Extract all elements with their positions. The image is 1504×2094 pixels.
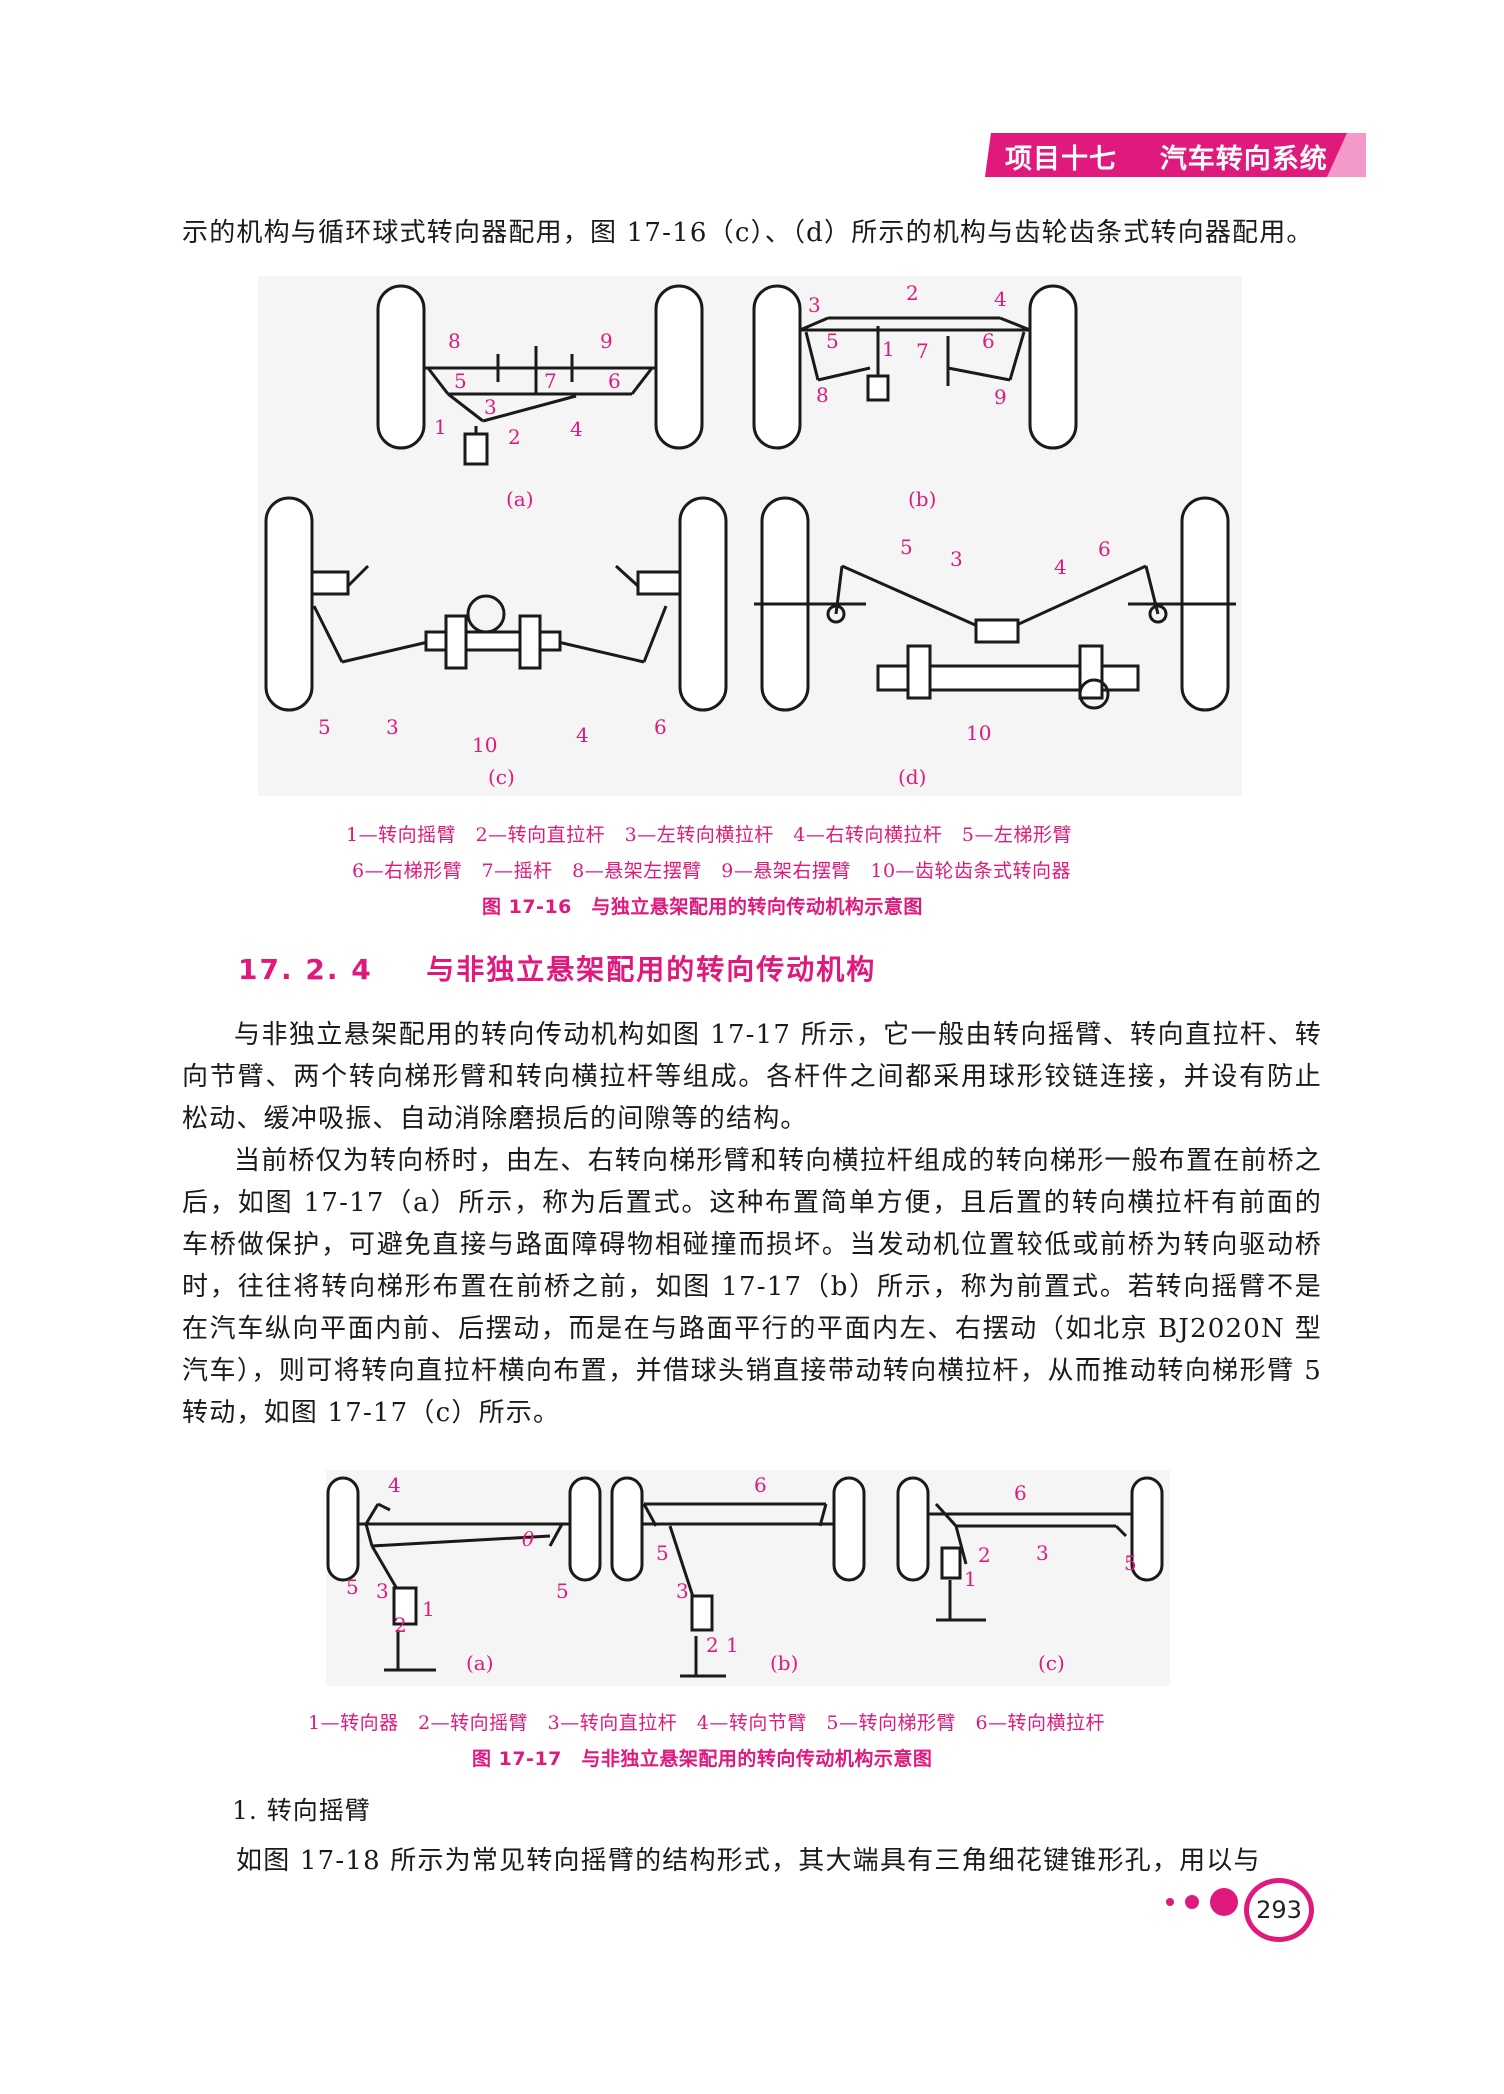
page-number-dots	[1162, 1882, 1246, 1926]
fig2-label-2-1: 2	[706, 1633, 719, 1657]
figure-17-17-caption: 图 17-17 与非独立悬架配用的转向传动机构示意图	[472, 1748, 933, 1770]
figure-17-16-legend-2: 6—右梯形臂 7—摇杆 8—悬架左摆臂 9—悬架右摆臂 10—齿轮齿条式转向器	[352, 860, 1072, 882]
fig1-sub-a: (a)	[506, 487, 534, 511]
fig1-label: 6	[1098, 537, 1111, 561]
fig2-label-5: 5	[656, 1541, 669, 1565]
fig1-label: 5	[826, 329, 839, 353]
fig1-label: 2	[508, 425, 521, 449]
figure-17-16: 8 5 3 1 2 7 6 9 4 3 2 4 5 1 7 6 8 9 (a) …	[258, 276, 1242, 796]
fig1-label: 7	[916, 339, 929, 363]
fig1-sub-d: (d)	[898, 765, 926, 789]
figure-17-17: 4 5 3 1 2 θ 5 6 5 3 2 1 6 2 3 1 5 (a) (b…	[326, 1470, 1170, 1686]
fig1-label: 3	[808, 293, 821, 317]
figure-17-16-diagram: 8 5 3 1 2 7 6 9 4 3 2 4 5 1 7 6 8 9 (a) …	[264, 281, 1236, 789]
figure-17-16-caption: 图 17-16 与独立悬架配用的转向传动机构示意图	[482, 896, 923, 918]
subsection-heading: 1. 转向摇臂	[232, 1796, 371, 1825]
fig1-label: 6	[608, 369, 621, 393]
fig2-sub-a: (a)	[466, 1651, 494, 1675]
fig1-label: 4	[570, 417, 583, 441]
page-number: 293	[1244, 1878, 1314, 1942]
fig1-label: 9	[994, 385, 1007, 409]
figure-17-17-legend: 1—转向器 2—转向摇臂 3—转向直拉杆 4—转向节臂 5—转向梯形臂 6—转向…	[308, 1712, 1106, 1734]
fig2-label-2: 2	[394, 1613, 407, 1637]
chapter-title: 汽车转向系统	[1159, 144, 1328, 175]
fig1-label: 3	[386, 715, 399, 739]
fig1-label: 2	[906, 281, 919, 305]
fig1-label: 6	[654, 715, 667, 739]
fig2-label-5: 5	[556, 1579, 569, 1603]
fig1-sub-b: (b)	[908, 487, 936, 511]
fig2-label-3: 3	[676, 1579, 689, 1603]
chapter-number: 项目十七	[1005, 144, 1117, 175]
section-title: 与非独立悬架配用的转向传动机构	[426, 953, 877, 986]
fig1-label: 5	[900, 535, 913, 559]
fig2-label-5: 5	[1124, 1551, 1137, 1575]
fig1-label: 6	[982, 329, 995, 353]
fig2-sub-b: (b)	[770, 1651, 798, 1675]
paragraph-continuation: 示的机构与循环球式转向器配用，图 17-16（c）、（d）所示的机构与齿轮齿条式…	[182, 218, 1314, 248]
fig2-label-5: 5	[346, 1575, 359, 1599]
fig2-label-6: 6	[754, 1473, 767, 1497]
fig2-label-2-1: 1	[726, 1633, 739, 1657]
fig1-label: 10	[472, 733, 497, 757]
fig1-label: 1	[882, 337, 895, 361]
paragraph-1: 与非独立悬架配用的转向传动机构如图 17-17 所示，它一般由转向摇臂、转向直拉…	[182, 1020, 1322, 1134]
fig1-label: 7	[544, 369, 557, 393]
figure-17-16-legend-1: 1—转向摇臂 2—转向直拉杆 3—左转向横拉杆 4—右转向横拉杆 5—左梯形臂	[346, 824, 1072, 846]
paragraph-3: 如图 17-18 所示为常见转向摇臂的结构形式，其大端具有三角细花键锥形孔，用以…	[236, 1846, 1261, 1876]
fig2-label-3: 3	[376, 1579, 389, 1603]
fig1-label: 4	[576, 723, 589, 747]
fig1-label: 4	[994, 287, 1007, 311]
fig1-label: 1	[434, 415, 447, 439]
fig2-label-3: 3	[1036, 1541, 1049, 1565]
fig2-label-2: 2	[978, 1543, 991, 1567]
chapter-header: 项目十七 汽车转向系统	[1005, 137, 1328, 176]
section-heading: 17. 2. 4 与非独立悬架配用的转向传动机构	[238, 948, 876, 988]
fig2-label-1: 1	[422, 1597, 435, 1621]
chapter-header-band	[985, 133, 1366, 177]
fig1-label: 8	[816, 383, 829, 407]
fig2-sub-c: (c)	[1038, 1651, 1065, 1675]
fig1-label: 3	[950, 547, 963, 571]
fig2-label-1: 1	[964, 1567, 977, 1591]
fig1-label: 10	[966, 721, 991, 745]
fig1-label: 5	[318, 715, 331, 739]
paragraph-2: 当前桥仅为转向桥时，由左、右转向梯形臂和转向横拉杆组成的转向梯形一般布置在前桥之…	[182, 1146, 1323, 1428]
fig2-theta: θ	[522, 1527, 534, 1551]
fig1-sub-c: (c)	[488, 765, 515, 789]
fig1-label: 9	[600, 329, 613, 353]
fig2-label-4: 4	[388, 1473, 401, 1497]
fig1-label: 4	[1054, 555, 1067, 579]
fig1-label: 5	[454, 369, 467, 393]
figure-17-17-diagram: 4 5 3 1 2 θ 5 6 5 3 2 1 6 2 3 1 5 (a) (b…	[326, 1473, 1164, 1678]
section-number: 17. 2. 4	[238, 953, 373, 986]
fig1-label: 8	[448, 329, 461, 353]
fig1-label: 3	[484, 395, 497, 419]
fig2-label-6: 6	[1014, 1481, 1027, 1505]
